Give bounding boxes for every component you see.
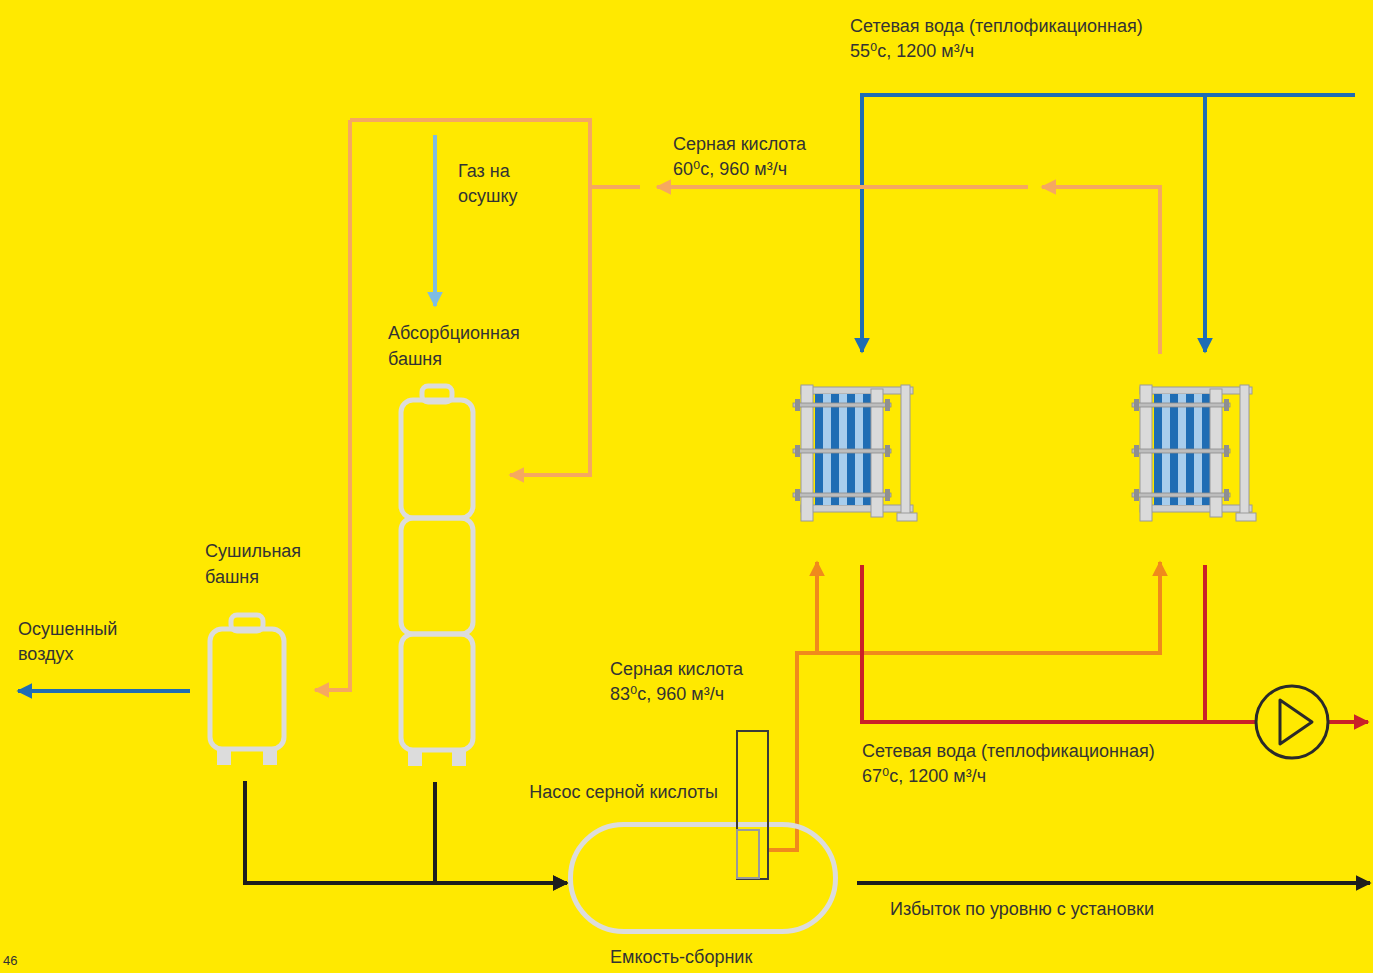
drawing-part — [571, 825, 836, 932]
drawing-part — [862, 565, 1256, 722]
drawing-part — [862, 95, 1355, 352]
drawing-part — [452, 750, 466, 766]
plate-heat-exchanger — [1132, 385, 1256, 521]
drawing-part — [1256, 686, 1328, 758]
flow-value: 60⁰с, 960 м³/ч — [673, 157, 853, 182]
drawing-part — [1203, 565, 1207, 722]
drawing-part — [1328, 720, 1368, 724]
node-title: Насос серной кислоты — [478, 779, 718, 805]
flow-label: Серная кислота — [673, 132, 853, 157]
drawing-part — [401, 400, 473, 518]
drawing-part — [408, 750, 422, 766]
drawing-part — [401, 634, 473, 750]
flow-value: 67⁰с, 1200 м³/ч — [862, 764, 1162, 789]
drawing-part — [401, 518, 473, 634]
flow-label: Осушенный воздух — [18, 617, 143, 667]
drawing-part — [1203, 95, 1207, 352]
drawing-part — [590, 185, 640, 189]
drawing-part — [1042, 187, 1160, 354]
cool-acid-line — [315, 120, 1160, 690]
drawing-part — [1280, 700, 1312, 744]
drawing-part — [737, 830, 759, 878]
water-pump-symbol — [1256, 686, 1328, 758]
drawing-part — [263, 749, 277, 765]
drawing-part — [217, 749, 231, 765]
drawing-part — [315, 120, 350, 690]
overflow-arrow — [857, 881, 1370, 885]
collector-tank-outline — [568, 822, 838, 934]
drying-tower: Сушильная башня — [207, 615, 287, 767]
hot-acid-line — [769, 562, 1160, 850]
collector-tank: Емкость-сборник — [568, 822, 838, 934]
dry-air-arrow — [18, 689, 190, 693]
node-title: Абсорбционная башня — [388, 320, 558, 372]
drawing-part — [210, 629, 284, 749]
drawing-part — [769, 562, 1160, 850]
plate-heat-exchanger — [793, 385, 917, 521]
drain-pipe — [245, 781, 567, 883]
node-title: Сушильная башня — [205, 538, 335, 590]
drying-tower-outline — [207, 615, 287, 767]
drawing-part — [657, 185, 1028, 189]
page-number: 46 — [3, 953, 43, 969]
acid-pump-outline — [736, 730, 769, 880]
hot-water-line — [862, 565, 1368, 722]
flow-value: 55⁰с, 1200 м³/ч — [850, 39, 1150, 64]
node-title: Емкость-сборник — [610, 944, 810, 970]
drawing-part — [737, 731, 768, 879]
drawing-part — [815, 562, 819, 653]
acid-pump: Насос серной кислоты — [736, 730, 769, 880]
flow-label: Газ на осушку — [458, 159, 553, 209]
absorption-tower-outline — [398, 386, 476, 768]
flow-label: Сетевая вода (теплофикационная) — [850, 14, 1270, 39]
flow-label: Сетевая вода (теплофикационная) — [862, 739, 1282, 764]
absorption-tower: Абсорбционная башня — [398, 386, 476, 768]
gas-arrow — [433, 135, 437, 306]
drawing-part — [350, 120, 590, 475]
flow-label: Серная кислота — [610, 657, 790, 682]
flow-value: 83⁰с, 960 м³/ч — [610, 682, 790, 707]
flow-label: Избыток по уровню с установки — [890, 897, 1270, 922]
cold-water-line — [862, 95, 1355, 352]
